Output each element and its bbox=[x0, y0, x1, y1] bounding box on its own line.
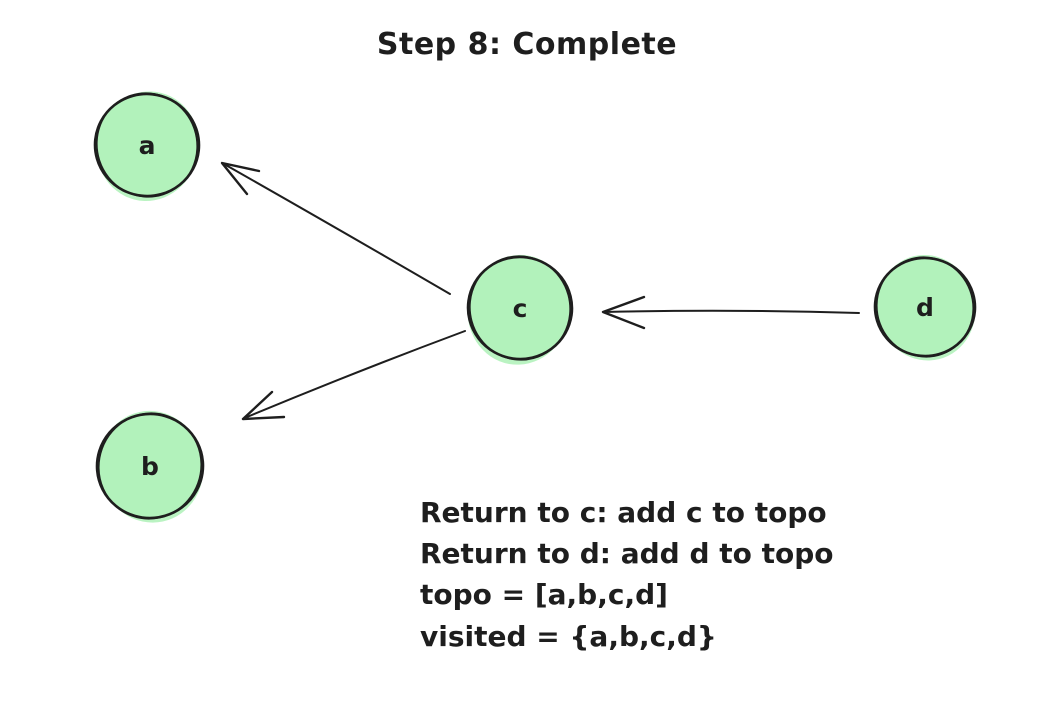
node-b-label: b bbox=[141, 452, 159, 481]
node-a-circle bbox=[93, 92, 201, 198]
note-line-1: Return to c: add c to topo bbox=[420, 496, 827, 529]
node-a-label: a bbox=[139, 131, 156, 160]
edge-c-to-a-arrowhead-icon bbox=[220, 161, 261, 196]
node-a[interactable]: a bbox=[83, 80, 210, 212]
edge-c-to-b-arrowhead-icon bbox=[241, 390, 286, 421]
edge-c-to-a-shaft bbox=[223, 163, 451, 295]
node-c-circle bbox=[466, 255, 574, 361]
note-line-4: visited = {a,b,c,d} bbox=[420, 620, 717, 653]
edge-d-to-c-shaft bbox=[603, 309, 860, 314]
note-line-3: topo = [a,b,c,d] bbox=[420, 578, 668, 611]
diagram-title: Step 8: Complete bbox=[377, 27, 677, 62]
notes-block[interactable]: Return to c: add c to topo Return to d: … bbox=[420, 496, 834, 653]
note-line-2: Return to d: add d to topo bbox=[420, 537, 834, 570]
node-b[interactable]: b bbox=[84, 399, 216, 533]
node-d-label: d bbox=[916, 293, 934, 322]
node-d[interactable]: d bbox=[863, 244, 987, 371]
node-c-sketch-outline bbox=[469, 255, 571, 361]
node-c[interactable]: c bbox=[458, 245, 582, 373]
edge-c-to-b-shaft bbox=[246, 330, 466, 418]
edge-c-to-a[interactable] bbox=[220, 161, 451, 295]
node-d-sketch-outline bbox=[875, 256, 975, 358]
edge-d-to-c-arrowhead-icon bbox=[601, 295, 646, 330]
node-c-label: c bbox=[513, 294, 528, 323]
edge-c-to-b[interactable] bbox=[241, 330, 466, 421]
edge-d-to-c[interactable] bbox=[601, 295, 860, 330]
